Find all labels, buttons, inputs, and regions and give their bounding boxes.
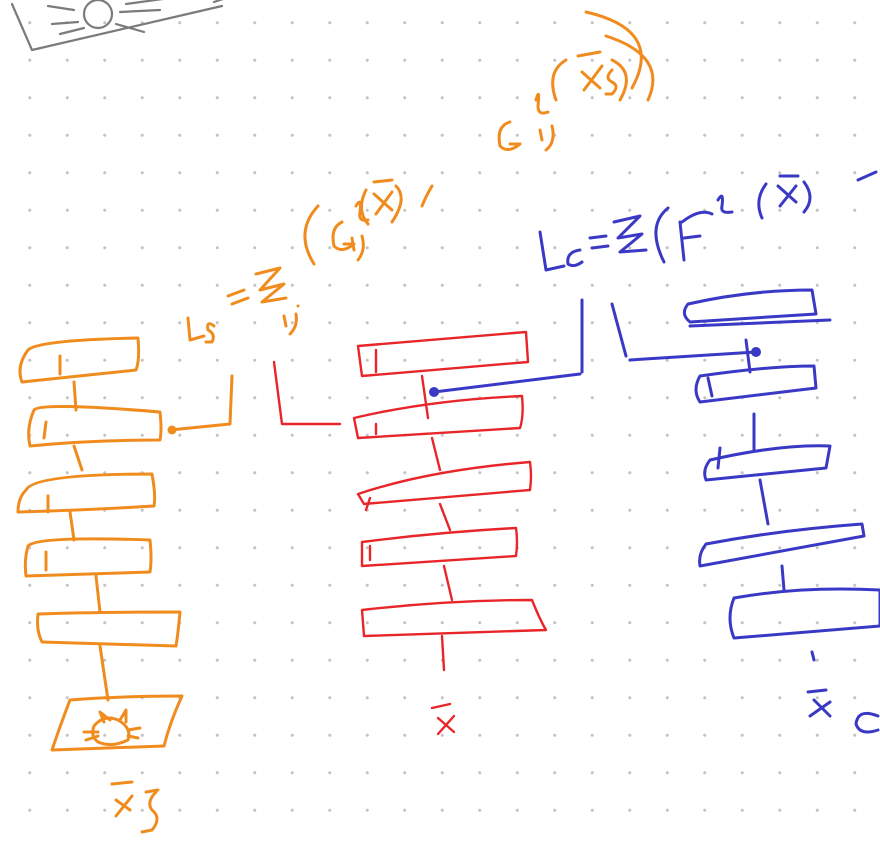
content-layer-4: [700, 524, 864, 566]
top-sketch: [12, 0, 232, 50]
content-side-ticks: [708, 378, 720, 468]
generated-layer-2: [354, 396, 523, 438]
content-equals-sign: [590, 236, 608, 248]
generated-input-label: [432, 704, 454, 734]
generated-side-ticks: [366, 350, 376, 560]
style-connectors: [70, 382, 108, 700]
content-sum-sign: [614, 216, 646, 252]
generated-network: [274, 332, 546, 734]
content-network: [431, 290, 880, 732]
generated-layer-3: [358, 462, 531, 504]
cat-icon: [84, 710, 140, 745]
gram-superscript-l-2: [536, 94, 548, 113]
style-tap-point: [169, 427, 175, 433]
generated-layer-1: [358, 332, 528, 376]
style-minus-sign: [422, 186, 432, 206]
generated-connectors: [422, 376, 452, 670]
Ls-symbol: [188, 318, 214, 342]
style-input-label: [112, 782, 158, 832]
generated-loss-bracket: [274, 362, 340, 424]
style-input-frame: [52, 696, 182, 750]
style-layer-4: [25, 539, 151, 576]
style-close-parens: [586, 12, 653, 100]
content-equals-bars: [582, 300, 626, 372]
gram-G-style: [499, 122, 520, 150]
feature-superscript-l: [718, 196, 732, 212]
content-layer-2: [696, 366, 816, 402]
gram-subscript-ij-2: [540, 126, 553, 150]
content-layer-3: [705, 446, 830, 480]
gram-arg-xbar: [361, 180, 401, 224]
style-sum-sign: [256, 268, 286, 302]
content-input-label: [808, 652, 830, 716]
content-input-subscript: [856, 713, 878, 732]
content-layer-1: [684, 290, 816, 322]
content-loss-arrow: [434, 374, 580, 392]
feature-F: [680, 212, 712, 260]
sketch-frame-edge: [12, 4, 222, 50]
generated-layer-5: [362, 600, 546, 636]
content-feature-tap: [753, 349, 760, 356]
style-layer-1: [20, 338, 139, 382]
style-layer-3: [18, 474, 155, 512]
content-layer-5: [730, 589, 880, 638]
Lc-symbol: [540, 232, 582, 270]
style-sum-index-ij: [284, 306, 298, 334]
gram-subscript-ij-1: [352, 236, 363, 260]
sketch-frame-right: [214, 0, 232, 2]
sun-icon: [48, 0, 170, 34]
gram-G-generated: [333, 222, 354, 250]
style-equals-sign: [228, 290, 248, 304]
style-network: [18, 338, 232, 832]
content-open-paren: [656, 208, 668, 262]
style-layer-2: [29, 406, 161, 446]
style-side-ticks: [44, 356, 60, 570]
content-feature-line: [630, 352, 756, 360]
gram-arg-xs: [553, 52, 627, 100]
content-tap-point: [431, 389, 438, 396]
content-loss-formula: [540, 172, 876, 270]
style-layer-5: [38, 612, 181, 646]
style-loss-formula: [188, 12, 653, 342]
content-minus-sign: [858, 172, 876, 180]
style-open-paren-outer: [305, 206, 318, 264]
generated-layer-4: [362, 528, 517, 566]
feature-arg-xbar: [759, 176, 810, 218]
style-loss-bracket: [170, 376, 232, 430]
